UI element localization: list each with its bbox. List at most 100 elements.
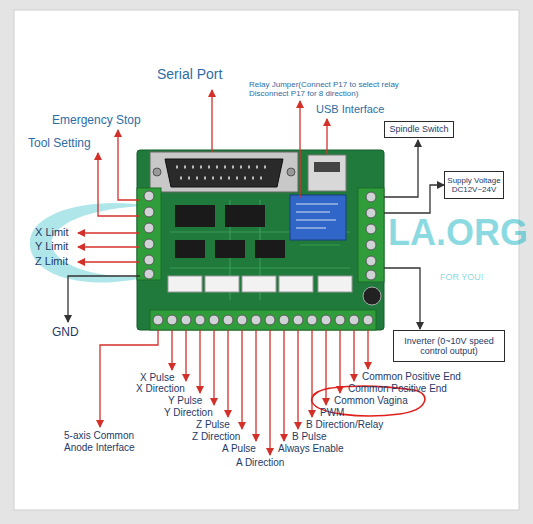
terminal-block-bottom (209, 315, 219, 325)
pin-name: Always Enable (278, 443, 344, 455)
pin-name: X Direction (136, 383, 185, 395)
ic-chips (225, 205, 265, 227)
pin-name: Y Pulse (168, 395, 202, 407)
pin-name: Y Direction (164, 407, 213, 419)
leader-lines-red (326, 119, 327, 154)
leader-lines-red (269, 330, 270, 455)
leader-lines-red (185, 330, 186, 381)
capacitor (363, 287, 381, 305)
terminal-block-bottom (150, 310, 376, 330)
leader-lines-red (241, 330, 242, 429)
header-connectors (318, 276, 352, 292)
terminal-block-bottom (150, 310, 376, 330)
pin-name: A Pulse (222, 443, 256, 455)
leader-lines-red (78, 261, 140, 262)
leader-lines-red (199, 330, 200, 393)
terminal-block-bottom (279, 315, 289, 325)
terminal-block-right (366, 224, 376, 234)
pin-name: Common Vagina (334, 395, 408, 407)
header-connectors (242, 276, 276, 292)
terminal-block-bottom (293, 315, 303, 325)
terminal-block-left (144, 223, 154, 233)
leader-lines-red (299, 101, 300, 198)
terminal-block-bottom (153, 315, 163, 325)
terminal-block-left (144, 255, 154, 265)
pin-name: A Direction (236, 457, 284, 469)
db25-connector (180, 177, 268, 180)
header-connectors (168, 276, 352, 292)
terminal-block-bottom (321, 315, 331, 325)
pcb-board (137, 150, 384, 330)
page-frame (14, 10, 519, 510)
leader-lines-red (283, 330, 284, 441)
leader-lines-red (211, 90, 212, 152)
terminal-block-bottom (195, 315, 205, 325)
terminal-block-left (144, 269, 154, 279)
pin-name: B Pulse (292, 431, 326, 443)
signal-name: Tool Setting (28, 137, 91, 151)
usb-connector (314, 162, 340, 172)
terminal-block-bottom (349, 315, 359, 325)
signal-name: Z Limit (35, 255, 68, 268)
terminal-block-bottom (237, 315, 247, 325)
terminal-block-bottom (363, 315, 373, 325)
terminal-block-right (366, 270, 376, 280)
ic-chips (175, 205, 215, 227)
pin-name: Z Direction (192, 431, 240, 443)
leader-lines-red (255, 330, 256, 441)
leader-lines-dark (384, 140, 418, 197)
signal-name: GND (52, 326, 79, 340)
leader-lines-red (339, 330, 340, 393)
pcb-board (137, 150, 384, 330)
note: Relay Jumper(Connect P17 to select relay… (249, 80, 421, 98)
terminal-block-bottom (265, 315, 275, 325)
watermark-swoosh (30, 203, 150, 282)
terminal-block-right (366, 256, 376, 266)
db25-connector (153, 168, 161, 176)
pin-name: Common Positive End (348, 383, 447, 395)
pin-name: X Pulse (140, 372, 174, 384)
db25-connector (165, 159, 283, 187)
terminal-block-right (366, 240, 376, 250)
terminal-block-bottom (181, 315, 191, 325)
ic-chips (175, 205, 285, 258)
leader-lines-dark (68, 140, 444, 329)
terminal-block-left (144, 239, 154, 249)
terminal-block-bottom (307, 315, 317, 325)
terminal-block-left (144, 191, 154, 201)
db25-connector (176, 166, 272, 169)
terminal-block-bottom (335, 315, 345, 325)
watermark: LA.ORG (388, 212, 528, 253)
usb-connector (308, 155, 346, 191)
watermark: FOR YOU! (440, 272, 483, 282)
pin-name: 5-axis Common Anode Interface (64, 430, 148, 453)
db25-connector (287, 168, 295, 176)
relay (296, 204, 338, 228)
leader-lines-red (227, 330, 228, 417)
leader-lines-dark (384, 185, 444, 213)
capacitor (363, 287, 381, 305)
header-connectors (279, 276, 313, 292)
leader-lines-red (98, 153, 140, 216)
watermark-swoosh (30, 203, 150, 282)
db25-connector (150, 152, 298, 192)
pin-name: PWM (320, 407, 344, 419)
leader-lines-dark (384, 268, 420, 329)
leader-lines-red (78, 90, 368, 455)
ic-chips (215, 240, 245, 258)
leader-lines-red (118, 130, 140, 200)
db25-connector (150, 152, 298, 192)
label-box: Supply Voltage DC12V~24V (444, 171, 504, 199)
terminal-block-bottom (223, 315, 233, 325)
ic-chips (255, 240, 285, 258)
terminal-block-right (358, 188, 384, 282)
header-connectors (168, 276, 202, 292)
part-name: USB Interface (316, 103, 384, 116)
usb-connector (308, 155, 346, 191)
signal-name: Emergency Stop (52, 114, 141, 128)
leader-lines-red (213, 330, 214, 405)
leader-lines-red (297, 330, 298, 429)
